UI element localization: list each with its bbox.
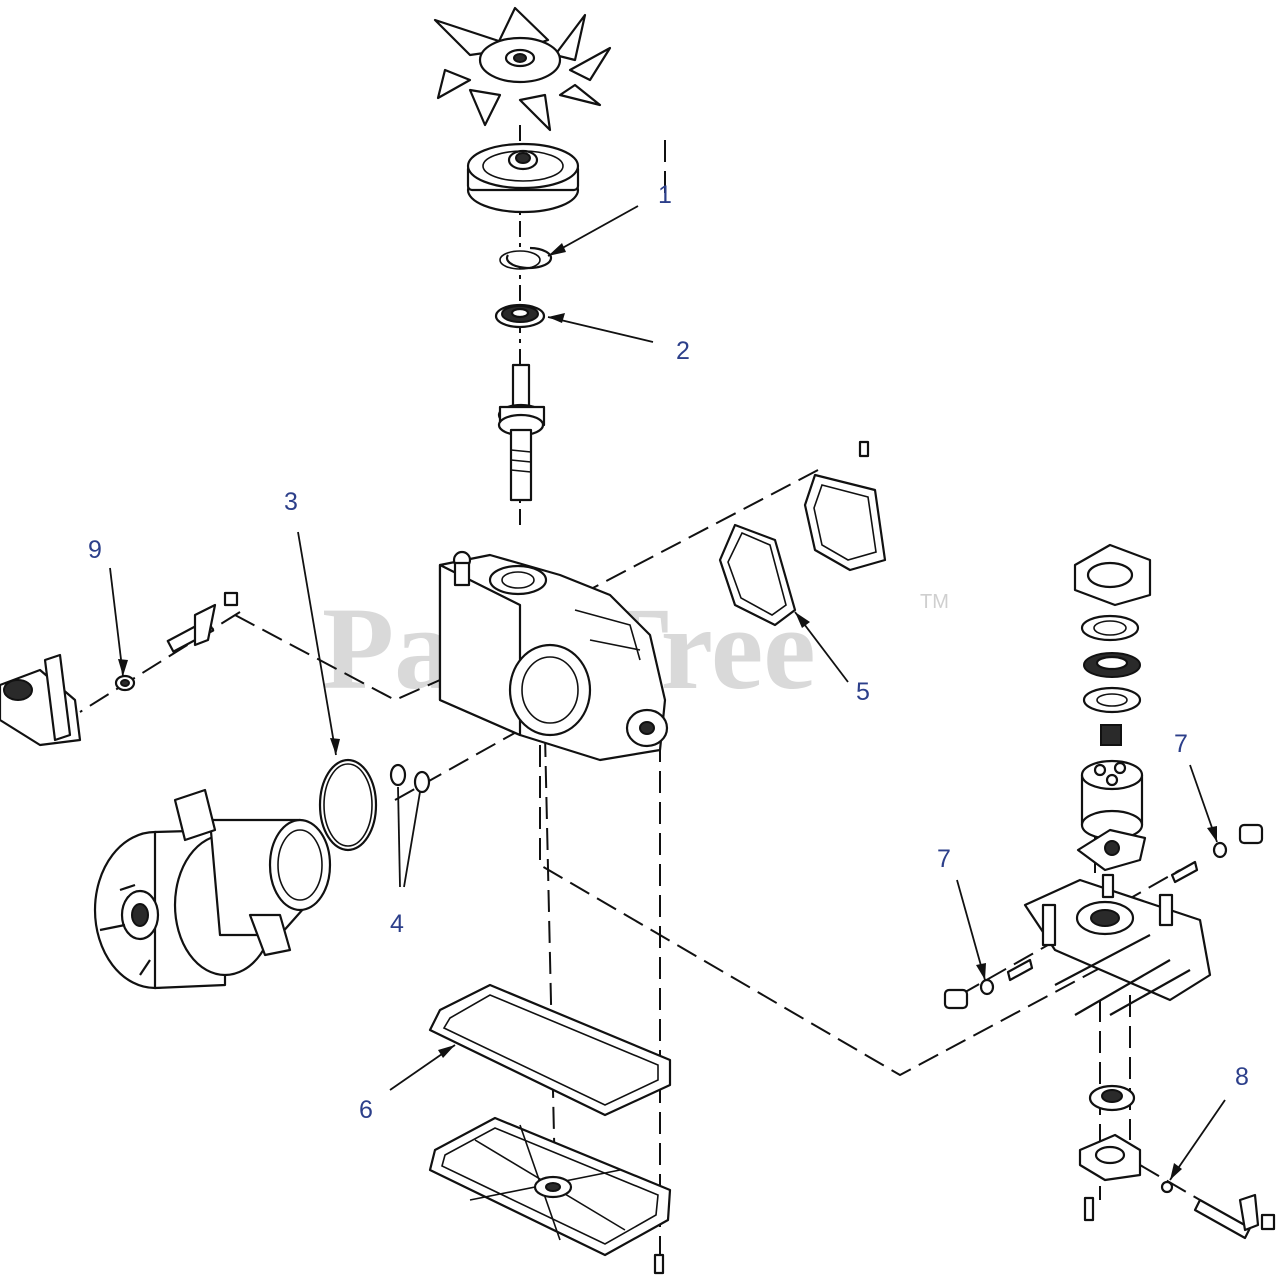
bottom-gasket [428, 983, 672, 1117]
callout-2: 2 [676, 337, 690, 365]
input-shaft [497, 363, 546, 502]
leader-lines [109, 205, 1226, 1181]
callout-labels: 1 2 3 4 5 6 7 7 8 9 [88, 181, 1249, 1124]
callout-1: 1 [658, 181, 672, 209]
washers [389, 763, 431, 794]
callout-7-right: 7 [1174, 730, 1188, 758]
retaining-ring [499, 246, 553, 270]
callout-7-left: 7 [937, 845, 951, 873]
axle-motor-assembly [93, 788, 332, 990]
pump-assembly [1073, 543, 1152, 872]
callout-4: 4 [390, 910, 404, 938]
lower-pump [1078, 1084, 1276, 1240]
control-arm [0, 591, 239, 747]
center-section [1023, 873, 1212, 1016]
callout-9: 9 [88, 536, 102, 564]
callout-6: 6 [359, 1096, 373, 1124]
transmission-housing [438, 550, 669, 762]
side-cover-gaskets [718, 440, 887, 627]
o-ring [318, 758, 378, 852]
cooling-fan [433, 6, 612, 132]
bottom-cover [428, 1116, 672, 1275]
callout-5: 5 [856, 678, 870, 706]
callout-3: 3 [284, 488, 298, 516]
drive-pulley [466, 142, 580, 214]
callout-8: 8 [1235, 1063, 1249, 1091]
check-valves [943, 823, 1264, 1010]
watermark-trademark: TM [920, 591, 949, 613]
ball-bearing [494, 303, 546, 329]
